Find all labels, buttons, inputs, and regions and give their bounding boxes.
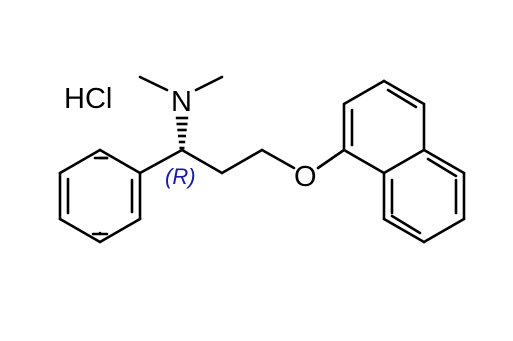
salt-label: HCl: [64, 83, 112, 115]
stereo-descriptor: (R): [165, 164, 196, 189]
naphthalene-lower-ring: [382, 148, 466, 244]
n-methyl-bonds: [138, 75, 224, 92]
phenyl-ring: [58, 148, 142, 244]
hashed-wedge-bond: [175, 116, 189, 150]
nitrogen-atom: N: [171, 86, 192, 118]
oxygen-atom: O: [294, 161, 317, 193]
propyl-chain: [138, 148, 346, 175]
naphthalene-upper-ring: [342, 79, 426, 175]
